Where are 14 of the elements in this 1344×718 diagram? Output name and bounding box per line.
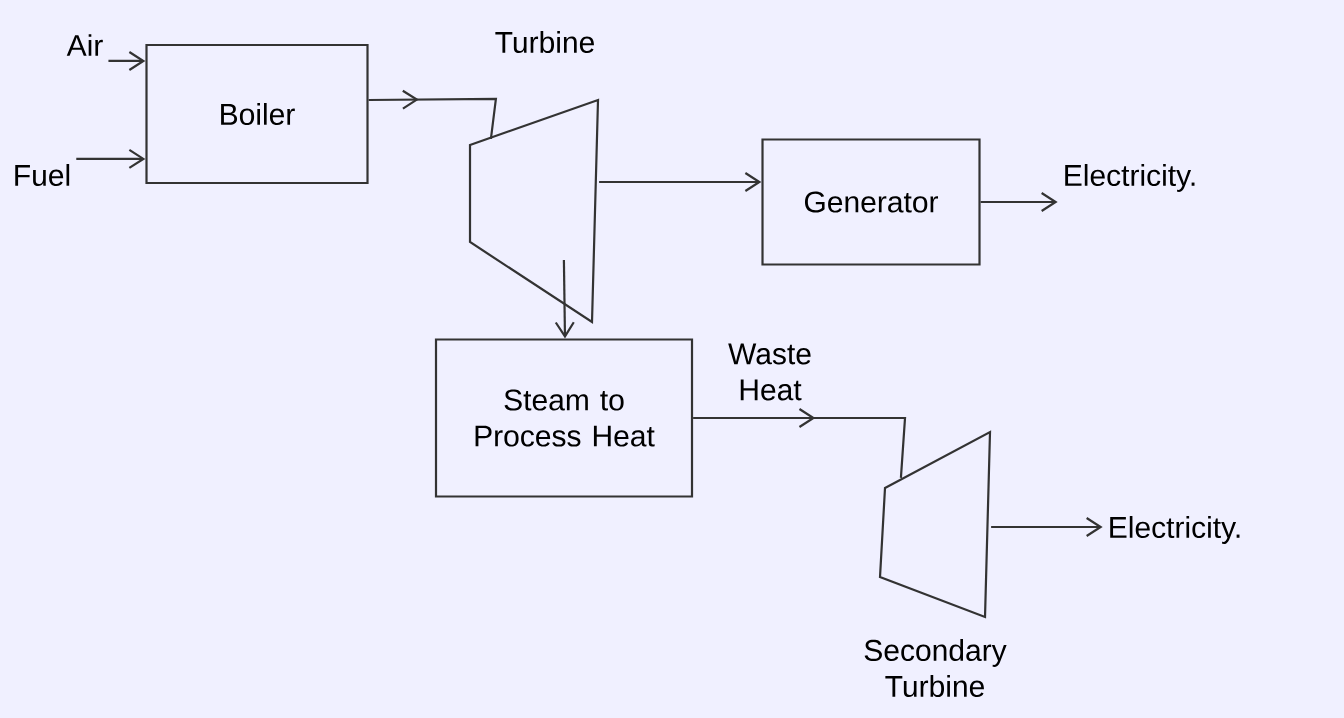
process-box: Generator <box>761 138 981 266</box>
flow-label: Electricity. <box>1110 516 1240 544</box>
arrow <box>991 517 1103 537</box>
arrow <box>554 260 575 339</box>
arrow <box>108 51 146 71</box>
flow-label: Air <box>66 34 103 56</box>
arrow <box>76 148 146 169</box>
edge-label: Waste Heat <box>728 343 811 401</box>
flow-label: Fuel <box>15 164 70 186</box>
arrow <box>980 192 1058 212</box>
flow-label: Electricity. <box>1065 164 1195 192</box>
process-box: Steam to Process Heat <box>434 338 694 498</box>
process-box: Boiler <box>145 43 369 185</box>
arrow <box>599 172 762 192</box>
